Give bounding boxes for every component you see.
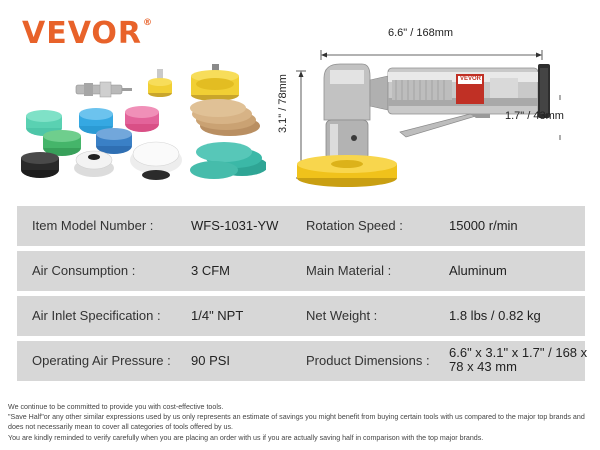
spec-label: Product Dimensions : [306, 353, 430, 368]
die-grinder-image [296, 50, 561, 187]
spec-label: Air Inlet Specification : [32, 308, 161, 323]
tool-body [369, 64, 550, 118]
dimension-width: 1.7" / 43mm [505, 110, 564, 122]
throttle-lever [399, 113, 490, 138]
spec-row: Air Consumption : 3 CFM Main Material : … [17, 251, 585, 291]
spec-value: 3 CFM [191, 263, 230, 278]
brand-name: VEVOR [22, 16, 143, 51]
spec-label: Rotation Speed : [306, 218, 403, 233]
spec-value: 6.6" x 3.1" x 1.7" / 168 x 78 x 43 mm [449, 345, 588, 374]
disclaimer-line: You are kindly reminded to verify carefu… [8, 433, 484, 442]
spec-value: 1.8 lbs / 0.82 kg [449, 308, 541, 323]
accessories-image [21, 64, 266, 180]
small-backing-pad [148, 69, 172, 97]
spec-label: Operating Air Pressure : [32, 353, 171, 368]
spec-value: WFS-1031-YW [191, 218, 279, 233]
spec-value: 15000 r/min [449, 218, 518, 233]
registered-mark: ® [143, 18, 154, 28]
spec-table: Item Model Number : WFS-1031-YW Rotation… [17, 206, 587, 386]
spec-value: Aluminum [449, 263, 507, 278]
spec-label: Air Consumption : [32, 263, 136, 278]
spec-label: Item Model Number : [32, 218, 154, 233]
spec-label: Main Material : [306, 263, 392, 278]
spec-value: 1/4" NPT [191, 308, 244, 323]
wool-pads [21, 141, 182, 180]
foam-pads [26, 106, 159, 156]
dimension-length: 6.6" / 168mm [388, 27, 454, 39]
spec-value: 90 PSI [191, 353, 231, 368]
disclaimer-line: We continue to be committed to provide y… [8, 403, 224, 411]
tool-head [323, 63, 371, 161]
brand-logo: VEVOR® [22, 16, 153, 51]
tool-backing-pad [297, 155, 397, 187]
dimension-height: 3.1" / 78mm [277, 74, 289, 133]
spec-label: Net Weight : [306, 308, 378, 323]
tool-badge: VEVOR [460, 76, 482, 82]
large-backing-pad [191, 64, 239, 101]
spec-row: Air Inlet Specification : 1/4" NPT Net W… [17, 296, 585, 336]
sanding-discs [190, 99, 266, 179]
disclaimer: We continue to be committed to provide y… [8, 402, 592, 443]
disclaimer-line: "Save Half"or any other similar expressi… [8, 413, 585, 432]
spec-row: Item Model Number : WFS-1031-YW Rotation… [17, 206, 585, 246]
spec-row: Operating Air Pressure : 90 PSI Product … [17, 341, 587, 381]
shank-adapter [75, 81, 132, 98]
